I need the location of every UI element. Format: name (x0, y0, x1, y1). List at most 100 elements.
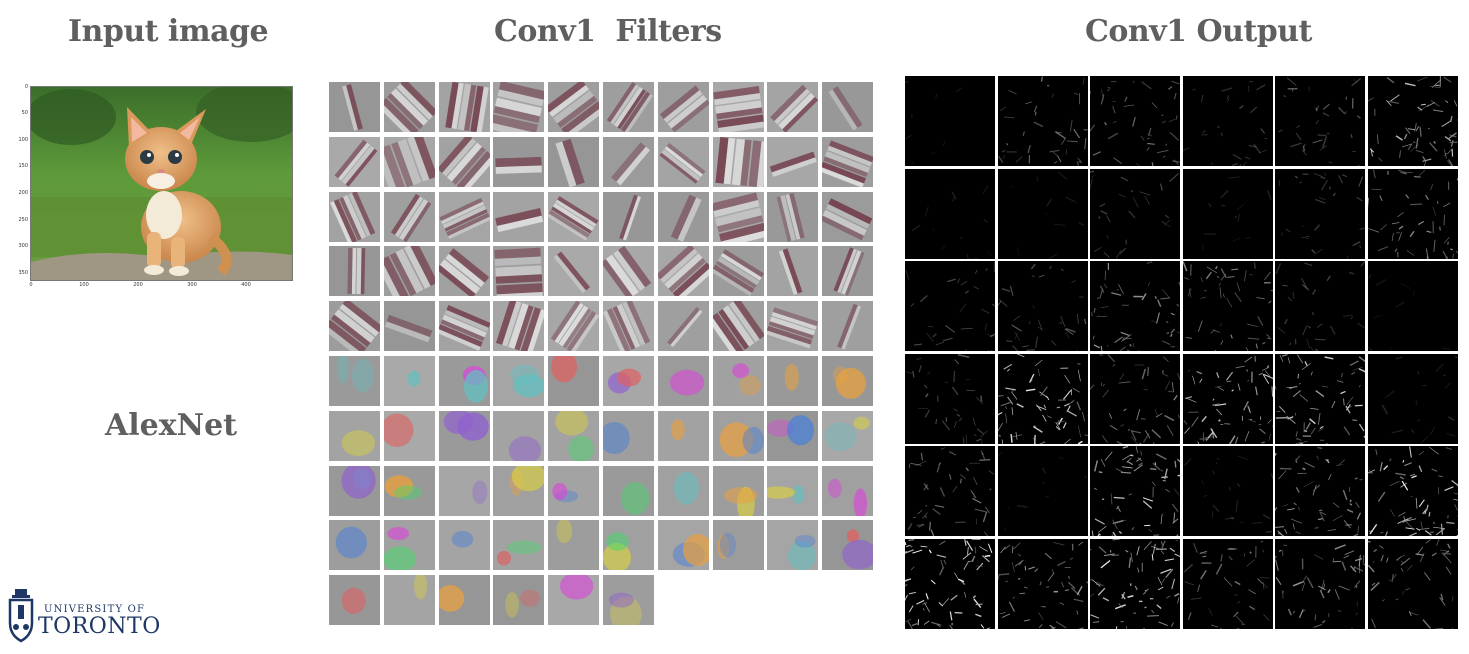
filter-tile (822, 191, 874, 242)
feature-map-tile (1182, 168, 1273, 259)
filter-tile (767, 520, 819, 571)
filter-tile (712, 465, 764, 516)
filter-tile (329, 520, 380, 571)
feature-map-tile (1090, 538, 1180, 629)
feature-map-tile (1090, 261, 1180, 351)
feature-map-tile (997, 353, 1088, 444)
filter-tile (822, 465, 874, 516)
filter-tile (548, 191, 600, 242)
filter-tile (493, 191, 545, 242)
y-tick-label: 350 (18, 270, 28, 276)
filter-tile (657, 82, 709, 132)
x-tick-label: 200 (133, 282, 143, 288)
feature-map-tile (1090, 168, 1180, 259)
network-name-label: AlexNet (105, 408, 238, 443)
filter-tile (548, 246, 600, 297)
filter-tile (657, 301, 709, 352)
filter-tile (767, 246, 819, 297)
filter-tile (438, 246, 490, 297)
feature-map-tile (1275, 538, 1365, 629)
feature-map-tile (1275, 353, 1365, 444)
filter-tile (603, 520, 654, 571)
y-tick-label: 250 (18, 217, 28, 223)
feature-map-tile (997, 76, 1088, 166)
filter-tile (603, 465, 654, 516)
filter-tile (438, 465, 490, 516)
filter-tile (548, 356, 600, 406)
feature-map-tile (1367, 353, 1458, 444)
filter-tile (712, 410, 764, 461)
filter-tile (657, 136, 709, 187)
filter-tile (548, 301, 600, 352)
filter-tile (383, 465, 435, 516)
conv1-output-title: Conv1 Output (1085, 14, 1312, 49)
feature-map-tile (997, 261, 1088, 351)
filter-tile (767, 465, 819, 516)
feature-map-tile (997, 446, 1088, 536)
filter-tile (712, 246, 764, 297)
filter-tile (712, 82, 764, 132)
feature-map-tile (905, 446, 995, 536)
y-tick-label: 50 (21, 110, 28, 116)
filter-tile (548, 465, 600, 516)
feature-map-tile (905, 538, 995, 629)
y-tick-label: 150 (18, 163, 28, 169)
logo-line-toronto: TORONTO (38, 614, 161, 639)
x-tick-label: 0 (29, 282, 33, 288)
feature-map-tile (1090, 76, 1180, 166)
filter-tile (438, 301, 490, 352)
filter-tile (493, 246, 545, 297)
filter-tile (548, 520, 600, 571)
feature-map-tile (997, 168, 1088, 259)
filter-tile (329, 136, 380, 187)
feature-map-tile (1275, 168, 1365, 259)
filter-tile (822, 356, 874, 406)
conv1-output-grid (905, 76, 1460, 630)
filter-tile (657, 520, 709, 571)
filter-tile (438, 136, 490, 187)
feature-map-tile (1182, 538, 1273, 629)
filter-tile (657, 356, 709, 406)
feature-map-tile (1275, 446, 1365, 536)
x-tick-label: 400 (241, 282, 251, 288)
feature-map-tile (1275, 76, 1365, 166)
feature-map-tile (905, 353, 995, 444)
feature-map-tile (1367, 261, 1458, 351)
kitten-photo (30, 86, 293, 281)
filter-tile (383, 575, 435, 626)
y-tick-label: 100 (18, 137, 28, 143)
filter-tile (493, 301, 545, 352)
filter-tile (712, 301, 764, 352)
filter-tile (603, 301, 654, 352)
filter-tile (657, 191, 709, 242)
filter-tile (383, 136, 435, 187)
filter-tile (767, 191, 819, 242)
filter-tile (329, 246, 380, 297)
filter-tile (603, 410, 654, 461)
logo-line-university-of: UNIVERSITY OF (44, 604, 146, 615)
filter-tile (493, 356, 545, 406)
filter-tile (657, 246, 709, 297)
filter-tile (603, 356, 654, 406)
filter-tile (383, 191, 435, 242)
filter-tile (822, 520, 874, 571)
x-tick-label: 100 (79, 282, 89, 288)
filter-tile (767, 410, 819, 461)
feature-map-tile (905, 261, 995, 351)
filter-tile (767, 356, 819, 406)
feature-map-tile (997, 538, 1088, 629)
input-image-plot: 0 50 100 150 200 250 300 350 0 100 200 3… (18, 80, 303, 292)
y-tick-label: 200 (18, 190, 28, 196)
filter-tile (712, 191, 764, 242)
filter-tile (767, 82, 819, 132)
filter-tile (822, 136, 874, 187)
filter-tile (657, 410, 709, 461)
feature-map-tile (1182, 76, 1273, 166)
filter-tile (493, 410, 545, 461)
filter-tile (712, 356, 764, 406)
filter-tile (383, 356, 435, 406)
filter-tile (822, 82, 874, 132)
filter-tile (329, 82, 380, 132)
feature-map-tile (1367, 538, 1458, 629)
filter-tile (767, 136, 819, 187)
